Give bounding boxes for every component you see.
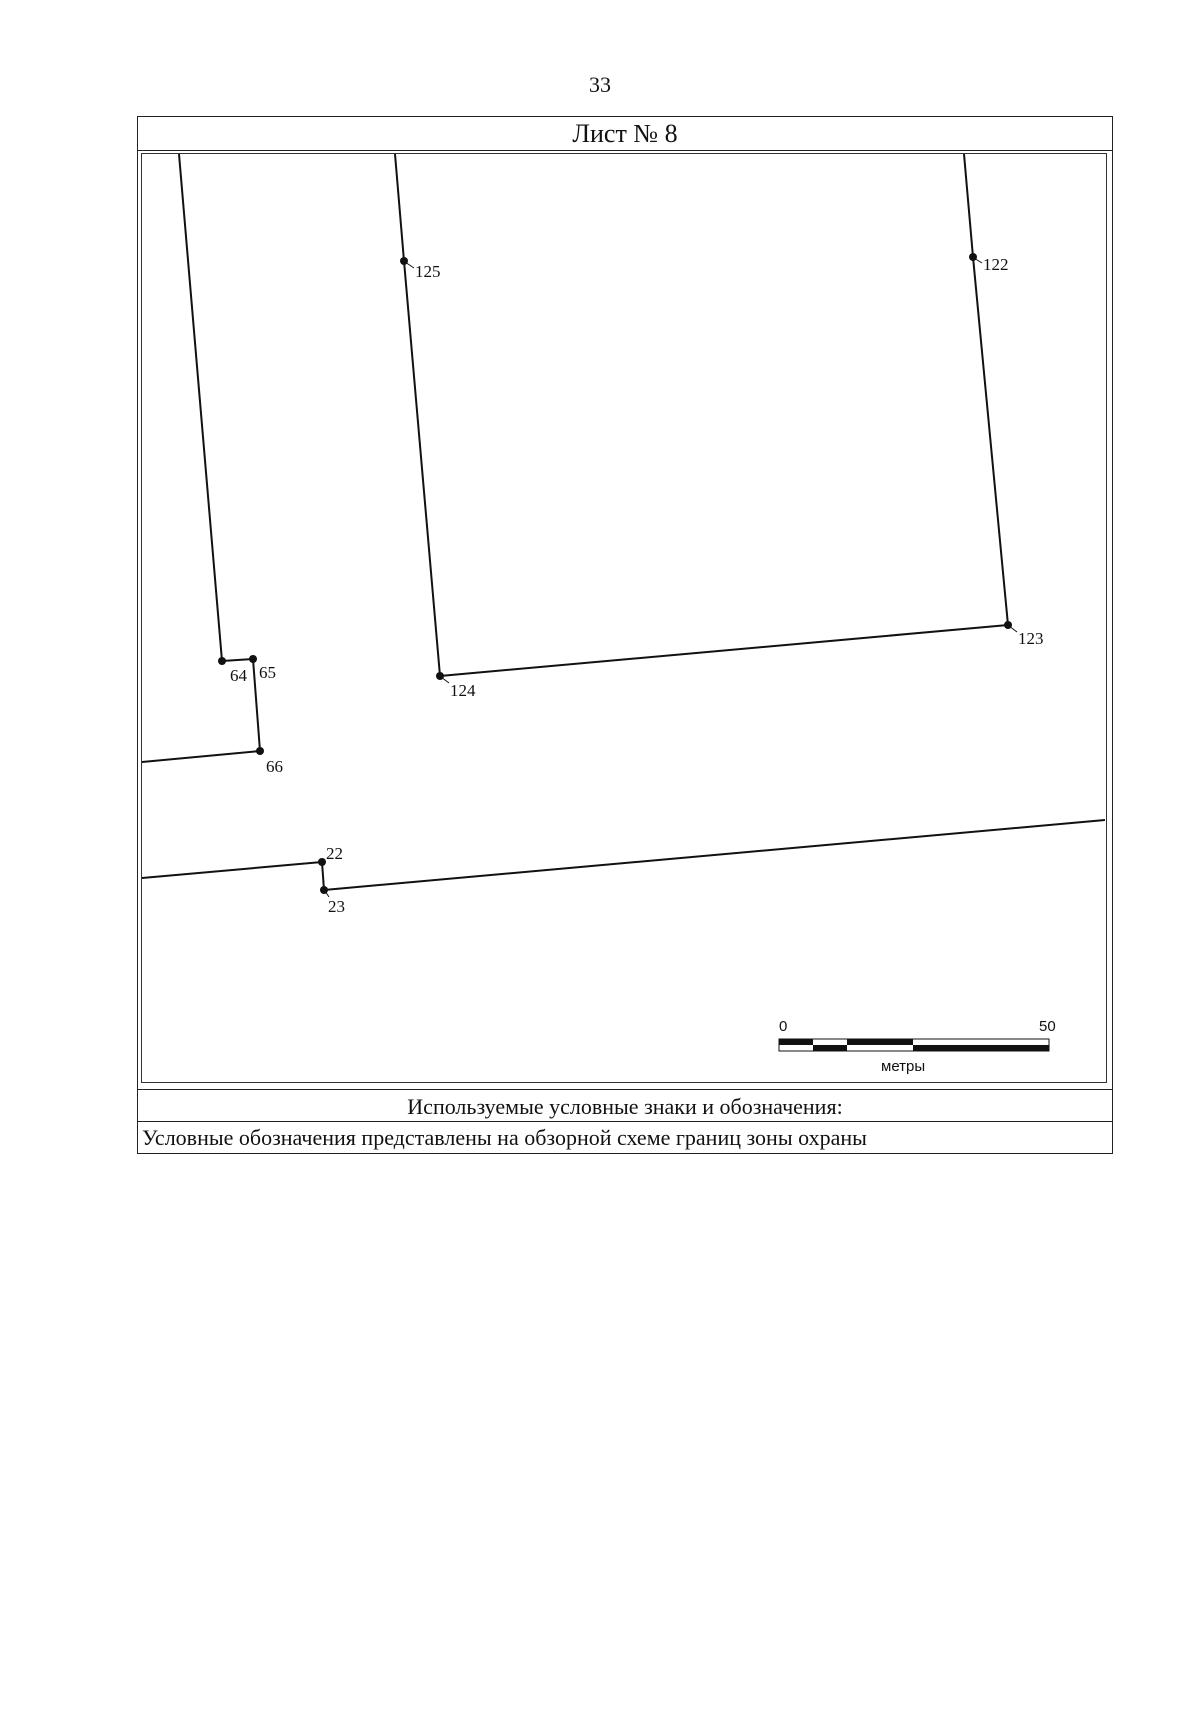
boundary-line-65-66: [252, 658, 261, 752]
boundary-line-22-23: [321, 861, 325, 891]
boundary-line-66-west: [142, 750, 261, 763]
point-label-123: 123: [1018, 629, 1044, 648]
point-label-23: 23: [328, 897, 345, 916]
legend-heading: Используемые условные знаки и обозначени…: [138, 1089, 1112, 1122]
boundary-line-123-122: [972, 256, 1009, 626]
point-23: 23: [320, 886, 345, 916]
point-122: 122: [969, 253, 1009, 274]
point-label-122: 122: [983, 255, 1009, 274]
point-label-124: 124: [450, 681, 476, 700]
boundary-line-122-north: [963, 154, 974, 258]
map-sheet: Лист № 8 125: [137, 116, 1113, 1154]
point-125: 125: [400, 257, 441, 281]
point-label-22: 22: [326, 844, 343, 863]
boundary-map: 125 122 123 124 64: [142, 154, 1105, 1075]
point-124: 124: [436, 672, 476, 700]
scale-unit-label: метры: [881, 1058, 925, 1075]
scale-bar: 0 50 метры: [778, 1018, 1056, 1075]
point-123: 123: [1004, 621, 1044, 648]
boundary-line-north-125: [394, 154, 405, 262]
point-64: 64: [218, 657, 248, 685]
page-number: 33: [589, 72, 611, 97]
sheet-title: Лист № 8: [138, 117, 1112, 151]
scale-start-label: 0: [779, 1018, 787, 1035]
boundary-line-west: [178, 154, 223, 662]
boundary-line-124-123: [439, 624, 1009, 677]
point-label-65: 65: [259, 663, 276, 682]
legend-note: Условные обозначения представлены на обз…: [142, 1125, 867, 1150]
point-label-64: 64: [230, 666, 248, 685]
point-66: 66: [256, 747, 283, 776]
point-label-66: 66: [266, 757, 283, 776]
point-65: 65: [249, 655, 276, 682]
boundary-line-west-22: [142, 861, 323, 879]
boundary-line-125-124: [403, 260, 441, 677]
boundary-line-23-east: [323, 819, 1105, 891]
scale-end-label: 50: [1039, 1018, 1056, 1035]
point-label-125: 125: [415, 262, 441, 281]
boundary-line-64-65: [221, 658, 254, 662]
point-22: 22: [318, 844, 343, 866]
map-frame: 125 122 123 124 64: [141, 153, 1107, 1083]
